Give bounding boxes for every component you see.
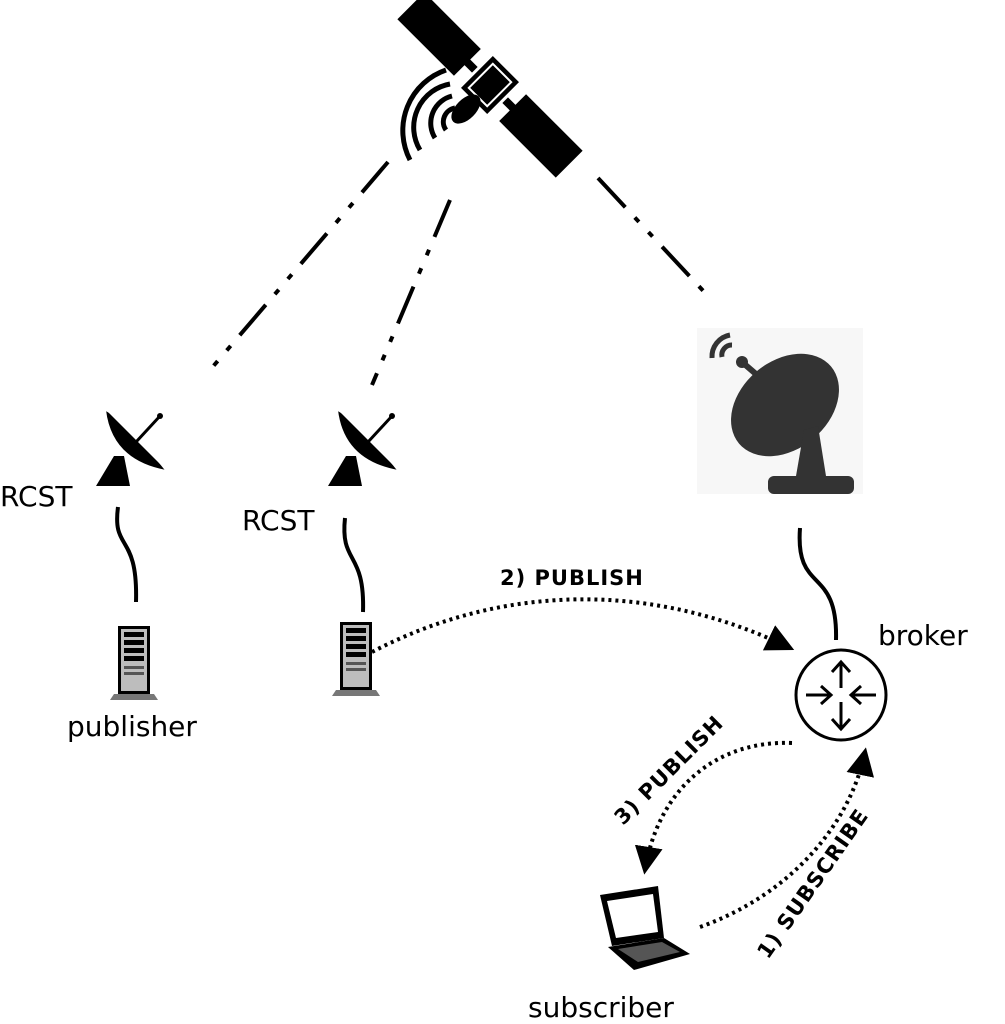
rcst-dish-icon xyxy=(328,409,399,486)
subscriber-label: subscriber xyxy=(528,991,674,1024)
publish-to-broker-arrow xyxy=(371,597,795,654)
subscribe-label: 1) SUBSCRIBE xyxy=(752,804,873,962)
satellite-links xyxy=(208,160,710,386)
rcst-dish-icon xyxy=(96,409,167,486)
subscribe-arrow xyxy=(699,747,875,929)
wire-broker xyxy=(797,527,839,641)
wire-publisher xyxy=(115,506,139,603)
message-flows xyxy=(371,597,875,929)
satellite-icon xyxy=(397,0,583,178)
publish-to-subscriber-label: 3) PUBLISH xyxy=(610,711,729,830)
satellite-link-right xyxy=(596,176,710,298)
rcst-left-label: RCST xyxy=(0,480,73,513)
gateway-dish-icon xyxy=(697,328,863,494)
publish-to-subscriber-arrow xyxy=(634,740,793,875)
publish-to-broker-label: 2) PUBLISH xyxy=(500,566,644,590)
satellite-link-middle xyxy=(370,199,452,386)
server-icon xyxy=(110,626,158,700)
wired-links xyxy=(115,506,839,641)
router-icon xyxy=(794,648,888,742)
laptop-icon xyxy=(600,886,690,970)
rcst-middle-label: RCST xyxy=(242,504,315,537)
wire-middle-server xyxy=(342,517,366,613)
broker-label: broker xyxy=(878,619,968,652)
publisher-label: publisher xyxy=(67,710,197,743)
satellite-link-left xyxy=(208,160,390,372)
server-icon xyxy=(332,622,380,696)
